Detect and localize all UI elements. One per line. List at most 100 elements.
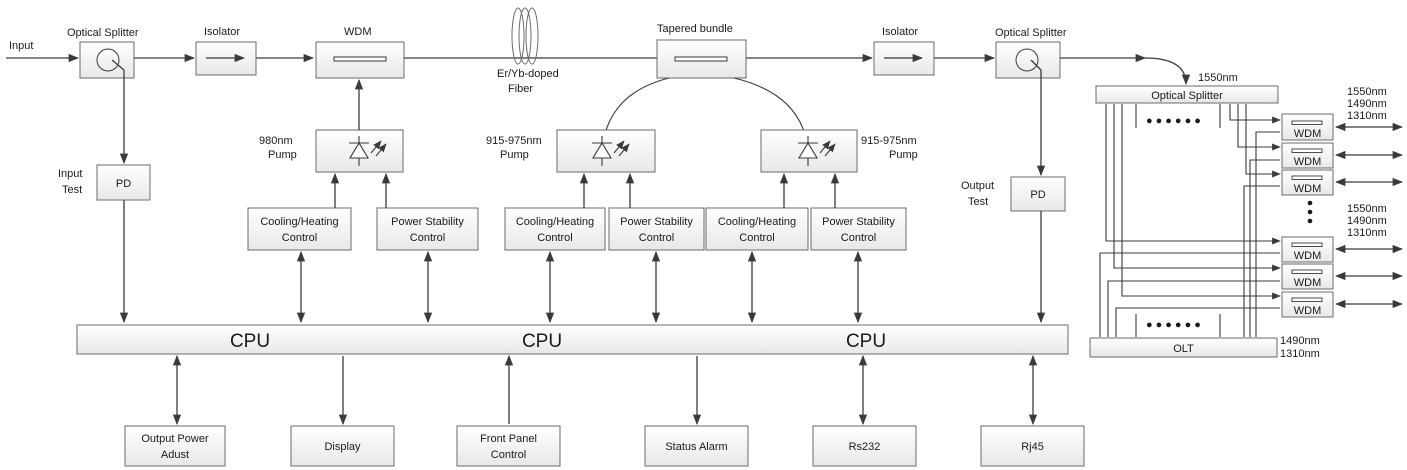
pon-wdm-4: WDM xyxy=(1281,236,1334,263)
power-3-line2: Control xyxy=(841,232,876,244)
pon-1550-label: 1550nm xyxy=(1198,72,1238,84)
isolator-input-label: Isolator xyxy=(204,26,240,38)
optical-splitter-output: Optical Splitter xyxy=(995,27,1067,79)
pd-input-label: PD xyxy=(116,178,131,190)
power-stability-control-1: Power Stability Control xyxy=(376,207,479,251)
cooling-1-line2: Control xyxy=(282,232,317,244)
pon-wdm-3-label: WDM xyxy=(1294,183,1322,195)
laser-diode-icon xyxy=(349,136,387,166)
status-alarm-label: Status Alarm xyxy=(665,441,727,453)
isolator-input: Isolator xyxy=(195,26,257,76)
power-3-line1: Power Stability xyxy=(822,216,895,228)
cpu-bar: CPU CPU CPU xyxy=(76,324,1069,355)
wdm-main-label: WDM xyxy=(344,26,372,38)
output-power-adjust-box: Output Power Adust xyxy=(124,425,226,467)
pon-wdm-3: WDM xyxy=(1281,169,1334,196)
tapered-bundle: Tapered bundle xyxy=(601,23,809,151)
input-test-line1: Input xyxy=(58,168,82,180)
cooling-3-line2: Control xyxy=(739,232,774,244)
front-panel-line2: Control xyxy=(491,449,526,461)
output-power-line1: Output Power xyxy=(141,433,209,445)
display-box: Display xyxy=(290,425,395,467)
pump3-label-line2: Pump xyxy=(889,149,918,161)
pon-optical-splitter: Optical Splitter xyxy=(1095,85,1279,104)
power-stability-control-3: Power Stability Control xyxy=(810,207,907,251)
display-label: Display xyxy=(324,441,361,453)
laser-diode-icon xyxy=(592,136,630,166)
pump1-label-line2: Pump xyxy=(268,149,297,161)
pd-output-label: PD xyxy=(1030,189,1045,201)
control-cpu-arrows xyxy=(296,250,863,324)
cpu-label-3: CPU xyxy=(846,331,886,352)
isolator-output-label: Isolator xyxy=(882,26,918,38)
optical-splitter-output-label: Optical Splitter xyxy=(995,27,1067,39)
cooling-2-line1: Cooling/Heating xyxy=(516,216,594,228)
power-1-line1: Power Stability xyxy=(391,216,464,228)
status-alarm-box: Status Alarm xyxy=(644,425,749,467)
er-yb-fiber-icon xyxy=(511,7,539,65)
power-1-line2: Control xyxy=(410,232,445,244)
fiber-label-line2: Fiber xyxy=(508,83,533,95)
rj45-box: Rj45 xyxy=(980,425,1085,467)
wl-top-1490: 1490nm xyxy=(1347,98,1387,110)
wdm-main: WDM xyxy=(315,26,405,79)
power-2-line1: Power Stability xyxy=(620,216,693,228)
wl-top-1310: 1310nm xyxy=(1347,110,1387,122)
wl-top-1550: 1550nm xyxy=(1347,86,1387,98)
pon-dot-brackets xyxy=(1135,104,1221,337)
pump2-label-line2: Pump xyxy=(500,149,529,161)
pon-vertical-dots xyxy=(1307,200,1313,224)
cpu-label-1: CPU xyxy=(230,331,270,352)
wavelength-labels-olt: 1490nm 1310nm xyxy=(1280,335,1320,360)
tapered-bundle-label: Tapered bundle xyxy=(657,23,733,35)
pon-olt-returns-top xyxy=(1243,131,1280,337)
pon-wdm-6: WDM xyxy=(1281,291,1334,318)
output-test-line1: Output xyxy=(961,180,994,192)
output-test-line2: Test xyxy=(968,196,988,208)
pon-olt-returns-bottom xyxy=(1099,252,1280,337)
power-stability-control-2: Power Stability Control xyxy=(608,207,705,251)
pon-wdm-2-label: WDM xyxy=(1294,156,1322,168)
pump1-label-line1: 980nm xyxy=(259,135,293,147)
pump-980nm xyxy=(315,129,404,173)
fiber-label-line1: Er/Yb-doped xyxy=(497,68,559,80)
pon-olt-label: OLT xyxy=(1173,343,1194,355)
wavelength-labels-mid: 1550nm 1490nm 1310nm xyxy=(1347,203,1387,239)
pon-wdm-4-label: WDM xyxy=(1294,250,1322,262)
pon-wdm-2: WDM xyxy=(1281,142,1334,169)
pon-wdm-1: WDM xyxy=(1281,113,1334,141)
pump3-label-line1: 915-975nm xyxy=(861,135,917,147)
cooling-heating-control-1: Cooling/Heating Control xyxy=(247,207,352,251)
cooling-2-line2: Control xyxy=(537,232,572,244)
pd-input: PD xyxy=(96,164,151,201)
wl-mid-1550: 1550nm xyxy=(1347,203,1387,215)
pon-dots-top: ●●●●●● xyxy=(1146,115,1204,127)
rs232-label: Rs232 xyxy=(849,441,881,453)
pon-optical-splitter-label: Optical Splitter xyxy=(1151,90,1223,102)
rs232-box: Rs232 xyxy=(812,425,917,467)
input-label: Input xyxy=(9,40,33,52)
wavelength-labels-top: 1550nm 1490nm 1310nm xyxy=(1347,86,1387,122)
pump-915-975nm-left xyxy=(556,129,656,173)
output-power-line2: Adust xyxy=(161,449,189,461)
pon-wdm-6-label: WDM xyxy=(1294,305,1322,317)
front-panel-line1: Front Panel xyxy=(480,433,537,445)
isolator-output: Isolator xyxy=(873,26,935,76)
pon-wdm-5: WDM xyxy=(1281,263,1334,290)
front-panel-control-box: Front Panel Control xyxy=(456,425,561,467)
pon-dots-bottom: ●●●●●● xyxy=(1146,319,1204,331)
power-2-line2: Control xyxy=(639,232,674,244)
wl-mid-1490: 1490nm xyxy=(1347,215,1387,227)
main-optical-path xyxy=(6,53,1191,86)
input-test-line2: Test xyxy=(62,184,82,196)
wl-olt-1490: 1490nm xyxy=(1280,335,1320,347)
pump2-label-line1: 915-975nm xyxy=(486,135,542,147)
pump-915-975nm-right xyxy=(760,129,858,173)
control-to-pump-arrows xyxy=(330,172,840,208)
pon-wdm-output-arrows xyxy=(1334,122,1404,309)
pd-output: PD xyxy=(1010,176,1066,212)
pon-wdm-5-label: WDM xyxy=(1294,277,1322,289)
pon-olt: OLT xyxy=(1089,337,1278,358)
cooling-3-line1: Cooling/Heating xyxy=(718,216,796,228)
